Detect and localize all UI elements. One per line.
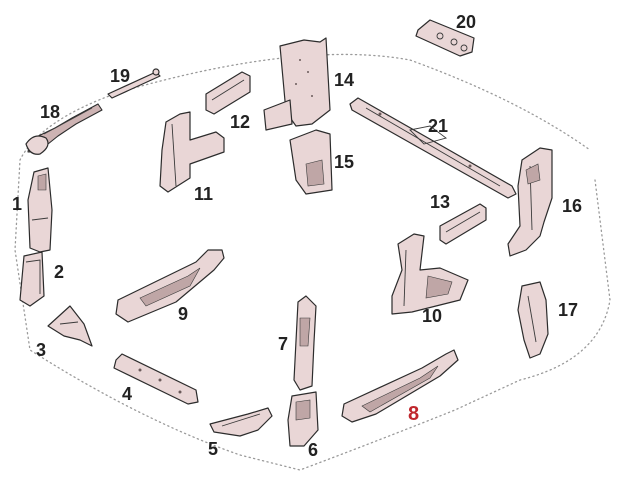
part-5-clip-trim [209, 407, 273, 437]
part-label-19: 19 [110, 66, 130, 86]
part-16-d-pillar [507, 147, 553, 257]
part-2-lower-panel [19, 251, 45, 307]
part-18-belt-guide [25, 103, 103, 155]
part-label-10: 10 [422, 306, 442, 326]
part-6-pillar-lower [287, 391, 319, 447]
part-3-bracket [47, 305, 93, 347]
part-1-pillar-trim [27, 167, 53, 253]
part-label-13: 13 [430, 192, 450, 212]
part-label-14: 14 [334, 70, 354, 90]
part-label-1: 1 [12, 194, 22, 214]
part-8-rear-sill-plate [341, 349, 459, 423]
part-label-17: 17 [558, 300, 578, 320]
part-7-pillar-upper [293, 295, 317, 391]
part-label-12: 12 [230, 112, 250, 132]
part-9-sill-plate [115, 249, 225, 323]
part-label-3: 3 [36, 340, 46, 360]
part-label-5: 5 [208, 439, 218, 459]
part-label-21: 21 [428, 116, 448, 136]
part-label-7: 7 [278, 334, 288, 354]
part-11-b-pillar-upper [159, 111, 225, 193]
part-12-panel [205, 71, 251, 115]
part-13-panel [439, 203, 487, 245]
part-label-18: 18 [40, 102, 60, 122]
part-17-lower-rear-trim [517, 281, 549, 359]
part-label-15: 15 [334, 152, 354, 172]
part-label-9: 9 [178, 304, 188, 324]
part-label-11: 11 [194, 184, 213, 204]
part-19-rod [107, 68, 161, 99]
part-4-sill-strip [113, 353, 199, 405]
part-15-speaker-panel [289, 129, 333, 195]
part-20-bracket [415, 19, 475, 57]
part-label-8: 8 [408, 403, 419, 425]
part-label-16: 16 [562, 196, 582, 216]
part-label-20: 20 [456, 12, 476, 32]
part-21-roof-rail [349, 97, 517, 199]
part-10-b-pillar-lower [391, 233, 469, 315]
part-14-c-pillar [263, 37, 331, 131]
part-label-4: 4 [122, 384, 132, 404]
part-label-6: 6 [308, 440, 318, 460]
part-label-2: 2 [54, 262, 64, 282]
